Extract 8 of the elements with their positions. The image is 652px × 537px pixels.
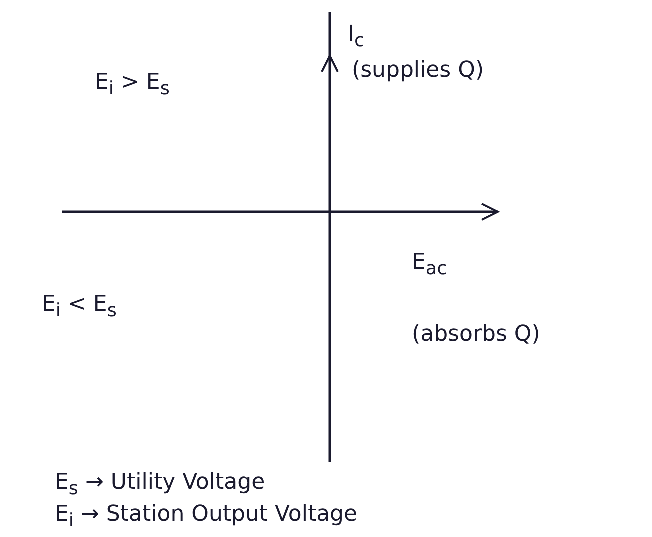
axis-label: I$_{c}$ [348,22,365,52]
region-note: (supplies Q) [352,58,484,83]
legend-note: E$_{i}$ → Station Output Voltage [55,502,358,532]
condition-label: E$_{i}$ > E$_{s}$ [95,70,170,100]
condition-label: E$_{i}$ < E$_{s}$ [42,292,117,322]
axis-label: E$_{ac}$ [412,250,448,280]
legend-note: E$_{s}$ → Utility Voltage [55,470,266,500]
region-note: (absorbs Q) [412,322,540,347]
